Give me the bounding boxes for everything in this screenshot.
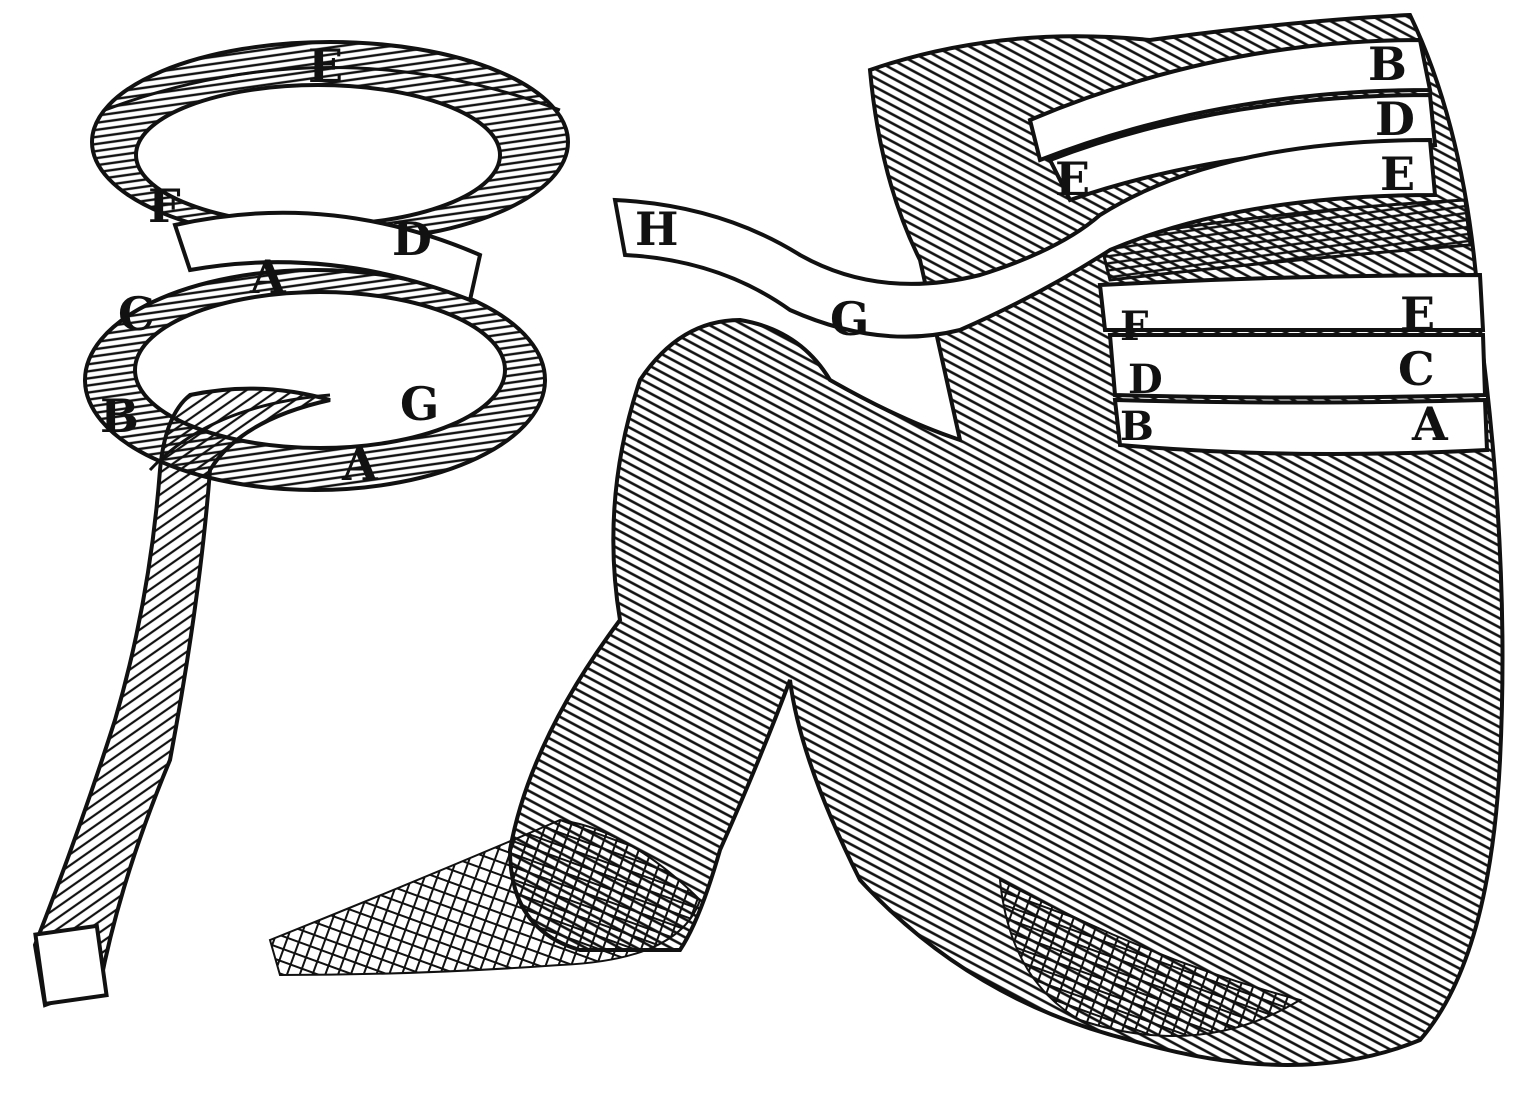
label-right-b: B [1120, 403, 1154, 450]
label-left-b: B [100, 389, 139, 443]
label-left-c: C [118, 287, 155, 341]
label-right-d: D [1128, 356, 1163, 403]
label-right-g: G [830, 292, 869, 346]
label-left-d: D [392, 212, 432, 266]
label-left-e: E [308, 39, 343, 93]
label-left-a-top: A [249, 250, 287, 304]
label-right-d-top: D [1375, 92, 1415, 146]
label-right-a: A [1411, 397, 1449, 451]
upper-ring-inner [136, 85, 500, 225]
label-right-h: H [635, 202, 678, 256]
label-left-a-bottom: A [341, 437, 379, 491]
label-left-g: G [400, 377, 439, 431]
label-right-e: E [1400, 287, 1435, 341]
label-right-f: F [1120, 303, 1148, 350]
label-right-b-top: B [1368, 37, 1407, 91]
label-left-f: F [148, 179, 181, 233]
label-right-c: C [1398, 342, 1435, 396]
label-right-e-top: E [1380, 147, 1415, 201]
label-right-e-strap: E [1055, 152, 1090, 206]
tail-end-tab [35, 926, 106, 1004]
